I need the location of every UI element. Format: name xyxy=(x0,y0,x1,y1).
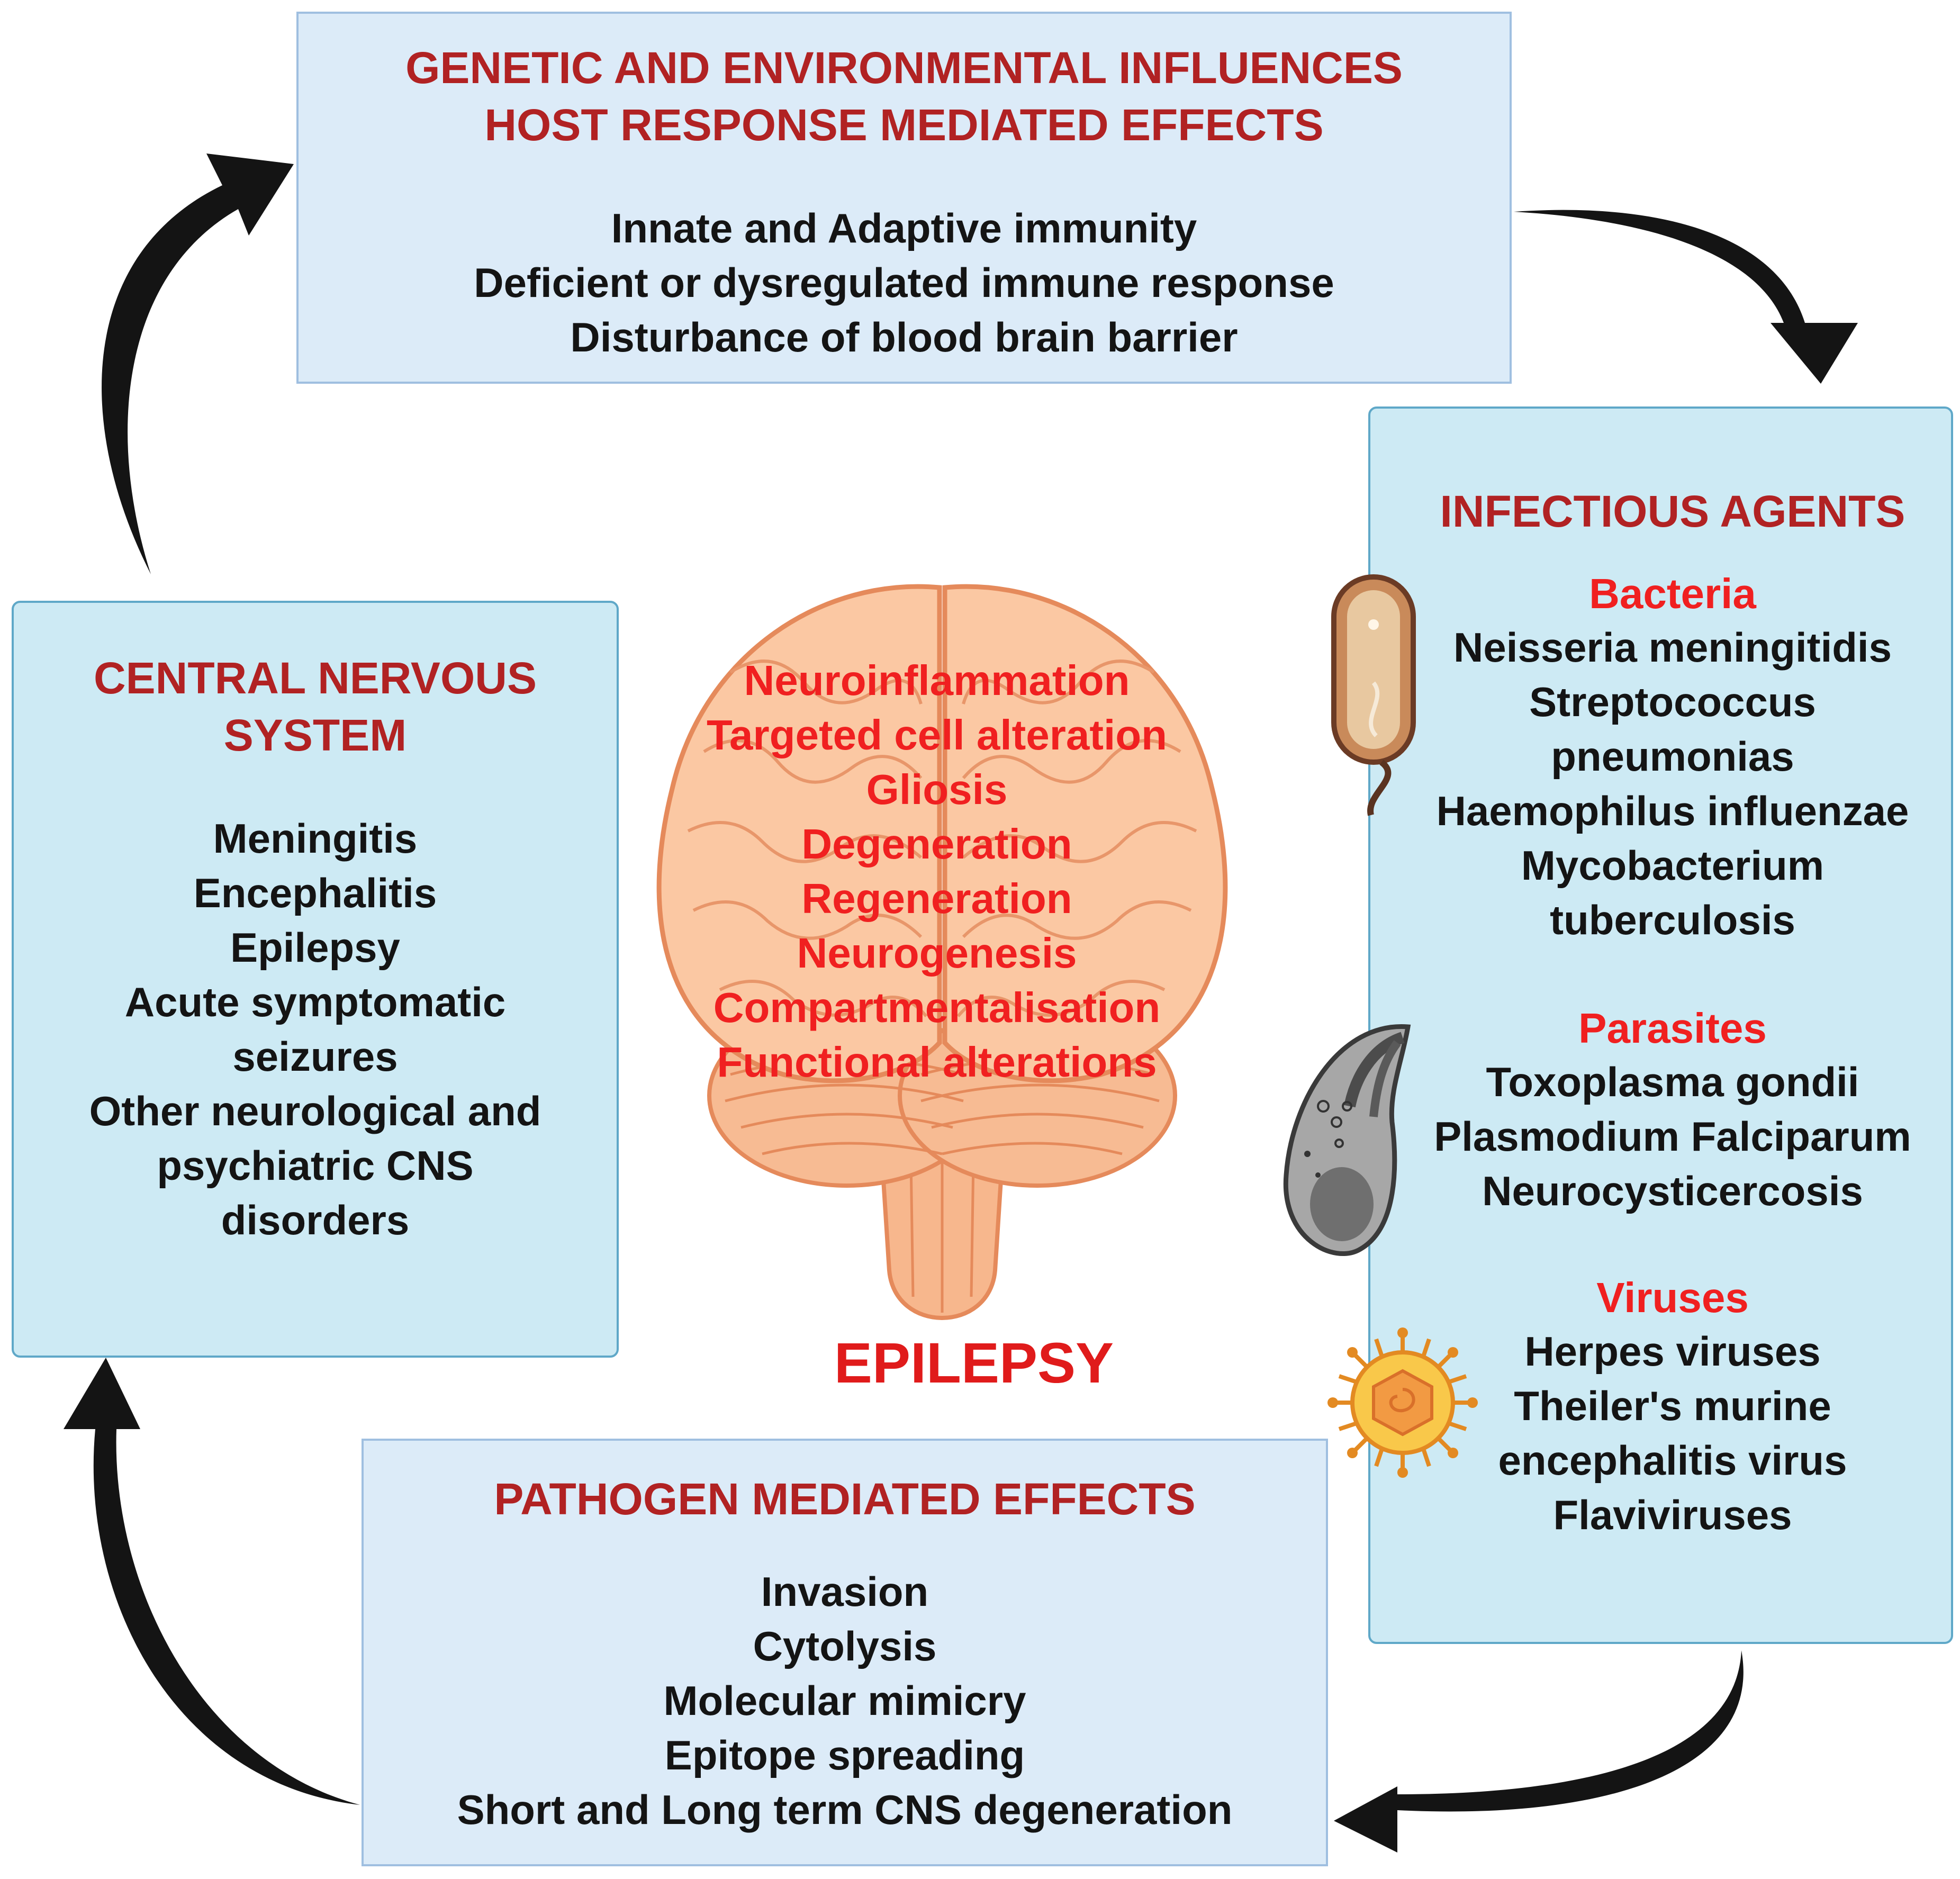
brain-effect-item: Degeneration xyxy=(801,820,1072,868)
arrow-right-to-bottom xyxy=(1334,1650,1744,1853)
pathogen-effects-items: Invasion Cytolysis Molecular mimicry Epi… xyxy=(364,1565,1326,1837)
brain-effect-item: Neurogenesis xyxy=(797,929,1077,977)
pathogen-effects-heading: PATHOGEN MEDIATED EFFECTS xyxy=(494,1474,1196,1524)
list-item: Deficient or dysregulated immune respons… xyxy=(474,259,1334,306)
list-item: Streptococcus xyxy=(1529,679,1816,725)
list-item: Neurocysticercosis xyxy=(1482,1168,1863,1214)
epilepsy-label: EPILEPSY xyxy=(834,1331,1114,1395)
brain-effect-item: Gliosis xyxy=(866,766,1008,813)
heading-line: SYSTEM xyxy=(223,710,407,760)
list-item: tuberculosis xyxy=(1550,897,1795,943)
cns-heading: CENTRAL NERVOUS SYSTEM xyxy=(14,649,617,764)
list-item: Innate and Adaptive immunity xyxy=(611,205,1197,251)
list-item: psychiatric CNS xyxy=(157,1142,474,1189)
list-item: Invasion xyxy=(761,1568,929,1615)
host-response-items: Innate and Adaptive immunity Deficient o… xyxy=(299,201,1510,365)
list-item: Neisseria meningitidis xyxy=(1453,624,1892,671)
heading-line: CENTRAL NERVOUS xyxy=(93,653,537,703)
list-item: Acute symptomatic xyxy=(124,979,506,1025)
list-item: Flaviviruses xyxy=(1553,1492,1792,1538)
list-item: seizures xyxy=(232,1033,398,1080)
list-item: Haemophilus influenzae xyxy=(1436,788,1909,834)
host-response-box: GENETIC AND ENVIRONMENTAL INFLUENCES HOS… xyxy=(296,12,1512,384)
list-item: Theiler's murine xyxy=(1514,1383,1831,1429)
brain-effect-item: Neuroinflammation xyxy=(744,657,1130,704)
brain-effects-list: Neuroinflammation Targeted cell alterati… xyxy=(619,653,1254,1089)
parasites-title: Parasites xyxy=(1578,1005,1767,1052)
pathogen-effects-box: PATHOGEN MEDIATED EFFECTS Invasion Cytol… xyxy=(362,1439,1328,1866)
list-item: Meningitis xyxy=(213,815,418,862)
list-item: Cytolysis xyxy=(753,1623,937,1669)
list-item: pneumonias xyxy=(1551,733,1794,780)
list-item: Epitope spreading xyxy=(664,1732,1025,1778)
viruses-title: Viruses xyxy=(1596,1274,1749,1321)
bacteria-list: Neisseria meningitidis Streptococcus pne… xyxy=(1394,620,1951,947)
cns-box: CENTRAL NERVOUS SYSTEM Meningitis Enceph… xyxy=(12,601,619,1358)
heading-line: GENETIC AND ENVIRONMENTAL INFLUENCES xyxy=(405,43,1403,93)
brain-effect-item: Compartmentalisation xyxy=(713,984,1161,1031)
list-item: Molecular mimicry xyxy=(663,1677,1026,1724)
heading-line: HOST RESPONSE MEDIATED EFFECTS xyxy=(484,100,1324,150)
virus-icon xyxy=(1327,1327,1478,1478)
list-item: Epilepsy xyxy=(230,924,400,971)
list-item: Mycobacterium xyxy=(1521,842,1824,889)
cns-items: Meningitis Encephalitis Epilepsy Acute s… xyxy=(14,811,617,1248)
viruses-list: Herpes viruses Theiler's murine encephal… xyxy=(1394,1324,1951,1542)
brain-effect-item: Functional alterations xyxy=(717,1038,1157,1086)
list-item: encephalitis virus xyxy=(1498,1437,1847,1484)
list-item: Plasmodium Falciparum xyxy=(1434,1113,1911,1160)
list-item: Encephalitis xyxy=(193,870,437,916)
list-item: Disturbance of blood brain barrier xyxy=(570,314,1238,360)
bacterium-icon xyxy=(1331,574,1416,816)
arrow-bottom-to-left xyxy=(64,1358,360,1805)
arrow-top-to-right xyxy=(1514,210,1858,384)
infectious-agents-heading: INFECTIOUS AGENTS xyxy=(1440,486,1905,536)
list-item: Short and Long term CNS degeneration xyxy=(457,1786,1233,1833)
bacteria-title: Bacteria xyxy=(1589,570,1756,617)
parasites-list: Toxoplasma gondii Plasmodium Falciparum … xyxy=(1394,1055,1951,1218)
parasite-icon xyxy=(1283,1024,1411,1256)
list-item: disorders xyxy=(221,1197,410,1243)
host-response-heading: GENETIC AND ENVIRONMENTAL INFLUENCES HOS… xyxy=(299,39,1510,153)
brain-illustration xyxy=(656,584,1228,1320)
list-item: Other neurological and xyxy=(89,1088,541,1134)
brain-effect-item: Targeted cell alteration xyxy=(707,711,1167,758)
infectious-agents-box: INFECTIOUS AGENTS Bacteria Neisseria men… xyxy=(1368,406,1953,1644)
list-item: Herpes viruses xyxy=(1524,1328,1821,1375)
arrow-left-to-top xyxy=(102,153,294,574)
list-item: Toxoplasma gondii xyxy=(1486,1059,1859,1105)
brain-effect-item: Regeneration xyxy=(801,875,1072,922)
